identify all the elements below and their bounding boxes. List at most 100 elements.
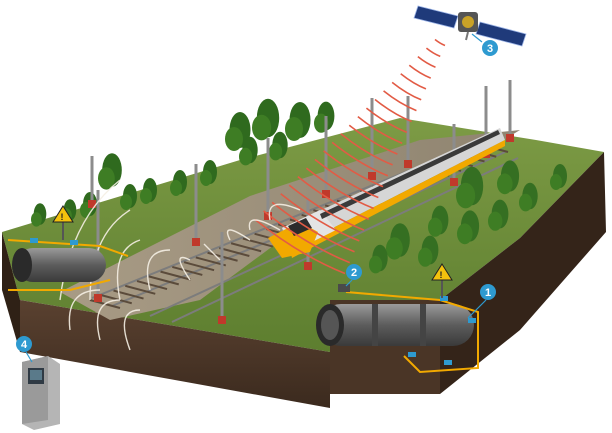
tree-foliage xyxy=(456,182,476,209)
tree-foliage xyxy=(285,117,303,141)
signal-wave xyxy=(374,98,412,123)
tree-foliage xyxy=(140,188,152,204)
mast-base xyxy=(506,134,514,142)
signal-wave xyxy=(391,81,422,101)
pipe-left xyxy=(12,248,106,282)
sensing-arc xyxy=(59,179,121,301)
sleeper xyxy=(230,242,262,253)
train-windshield xyxy=(288,218,312,236)
mast-base xyxy=(322,190,330,198)
mast-base xyxy=(368,172,376,180)
tree-foliage xyxy=(488,211,503,231)
badge-4: 4 xyxy=(16,336,33,363)
signal-wave xyxy=(288,184,365,231)
sleeper xyxy=(136,280,168,291)
tree-foliage xyxy=(252,114,272,141)
tree-foliage xyxy=(31,212,42,227)
sleeper xyxy=(183,261,215,272)
sensing-arc xyxy=(179,256,191,281)
tree-foliage xyxy=(120,194,132,210)
badge-1: 1 xyxy=(467,284,496,319)
mast-base xyxy=(304,262,312,270)
warning-sign-icon: ! xyxy=(52,205,74,240)
mast-base xyxy=(88,200,96,208)
signal-wave xyxy=(434,38,446,47)
warning-sign-icon: ! xyxy=(431,263,453,298)
sensing-arc xyxy=(116,239,141,301)
tree-foliage xyxy=(200,170,212,186)
signal-wave xyxy=(417,56,436,68)
sensing-arc xyxy=(68,289,101,331)
cable-sensors xyxy=(30,238,476,365)
mast-base xyxy=(404,160,412,168)
sleeper xyxy=(160,270,191,281)
signal-wave xyxy=(305,167,374,210)
mast-base xyxy=(450,178,458,186)
satellite-signal-waves xyxy=(254,38,446,275)
signal-wave xyxy=(314,158,379,199)
tree-foliage xyxy=(239,147,253,166)
signal-wave xyxy=(331,141,389,177)
pipe-right xyxy=(316,304,474,346)
badge-3: 3 xyxy=(471,33,498,56)
tree-foliage xyxy=(428,217,443,237)
badge-4-label: 4 xyxy=(21,339,28,351)
mast-base xyxy=(94,294,102,302)
sensor-box-icon xyxy=(338,284,350,292)
train-nose xyxy=(268,222,318,258)
sleeper xyxy=(242,237,274,248)
sensing-arc xyxy=(226,229,251,241)
signal-wave xyxy=(425,47,441,58)
sleeper xyxy=(219,247,250,257)
tree-foliage xyxy=(269,142,283,161)
sensing-arc xyxy=(123,309,141,351)
tree-foliage xyxy=(550,174,562,190)
badge-1-label: 1 xyxy=(485,287,491,299)
sleeper xyxy=(172,265,203,276)
signal-wave xyxy=(348,124,398,155)
badge-2-label: 2 xyxy=(351,267,357,279)
sensing-arc xyxy=(248,219,281,231)
signal-wave xyxy=(383,90,417,112)
sensing-arc xyxy=(268,203,301,221)
satellite-icon xyxy=(413,5,527,47)
mast-base xyxy=(192,238,200,246)
signal-wave xyxy=(340,133,393,166)
signal-wave xyxy=(408,64,432,79)
tree-line-right xyxy=(369,160,567,274)
signal-wave xyxy=(263,210,351,264)
signal-wave xyxy=(271,201,355,253)
sleeper xyxy=(125,284,156,295)
signal-wave xyxy=(365,107,408,134)
tree-foliage xyxy=(418,247,433,267)
signal-wave xyxy=(400,73,427,90)
svg-text:!: ! xyxy=(440,270,443,280)
tree-foliage xyxy=(225,127,243,151)
tree-foliage xyxy=(98,167,115,190)
svg-text:!: ! xyxy=(61,212,64,222)
sensing-arc xyxy=(146,249,171,291)
tree-foliage xyxy=(369,255,383,274)
tree-foliage xyxy=(457,223,473,245)
sensing-arc xyxy=(203,243,221,261)
tree-foliage xyxy=(497,173,513,195)
tree-foliage xyxy=(386,237,403,260)
badge-2: 2 xyxy=(345,264,362,287)
signal-wave xyxy=(254,218,346,275)
signal-wave xyxy=(280,193,360,242)
sensing-arc xyxy=(96,299,121,341)
signal-wave xyxy=(323,150,384,188)
tree-foliage xyxy=(170,180,182,196)
fiber-cable xyxy=(7,239,479,374)
sleeper xyxy=(148,275,180,286)
soil-side-face xyxy=(440,152,606,394)
badge-3-label: 3 xyxy=(487,43,493,55)
soil-left-face xyxy=(2,232,20,352)
tree-foliage xyxy=(519,193,533,212)
mast-base xyxy=(264,212,272,220)
catenary-masts xyxy=(88,80,514,324)
monitoring-cabinet-icon xyxy=(22,356,60,430)
signal-wave xyxy=(297,176,370,220)
tree-line-back xyxy=(31,98,335,227)
